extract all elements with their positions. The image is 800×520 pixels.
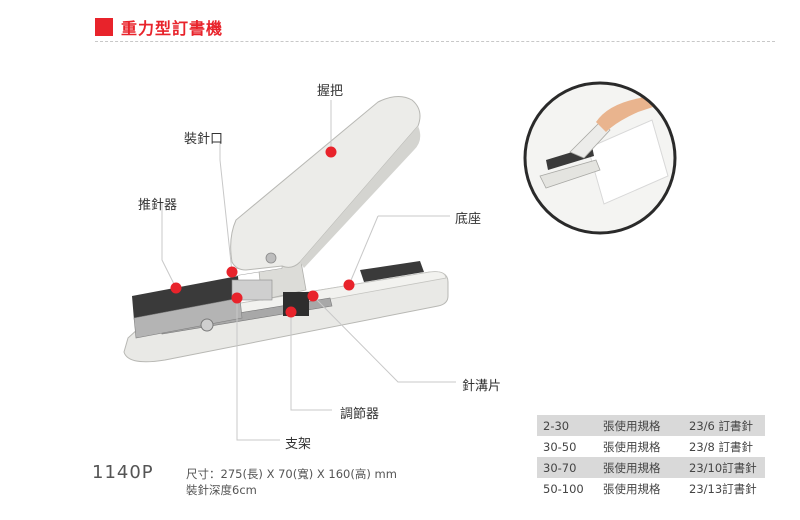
leader-base-2 (348, 215, 379, 286)
leader-adjuster (290, 312, 332, 411)
front-support (231, 279, 273, 301)
depth-text: 裝針深度6cm (186, 483, 257, 497)
spec-label: 張使用規格 (603, 439, 661, 454)
spec-staple: 23/6 訂書針 (685, 415, 765, 436)
pusher-metal (133, 297, 243, 339)
callout-dots (170, 146, 355, 318)
inset-frame (523, 81, 677, 235)
inset-stapler-handle (569, 121, 611, 159)
handle-pivot (265, 252, 277, 264)
table-row: 50-100 張使用規格 23/13訂書針 (537, 478, 765, 499)
spec-staple: 23/13訂書針 (689, 481, 757, 496)
spec-range: 50-100 (543, 481, 584, 496)
dot-adjuster (285, 306, 297, 318)
spec-table: 2-30 張使用規格 23/6 訂書針 30-50 張使用規格 23/8 訂書針… (537, 415, 765, 499)
leader-pusher (161, 202, 177, 289)
table-row: 30-70 張使用規格 23/10訂書針 (537, 457, 765, 478)
product-dimensions: 尺寸：275(長) X 70(寬) X 160(高) mm 裝針深度6cm (186, 466, 397, 498)
dot-pusher (170, 282, 182, 294)
stapler-handle (230, 96, 421, 271)
spec-range: 2-30 (537, 415, 603, 436)
dot-support (231, 292, 243, 304)
callout-pusher: 推針器 (138, 198, 178, 213)
dimensions-text: 尺寸：275(長) X 70(寬) X 160(高) mm (186, 467, 397, 481)
base-label-plate (360, 261, 424, 282)
table-row: 30-50 張使用規格 23/8 訂書針 (537, 436, 765, 457)
model-number: 1140P (92, 462, 154, 483)
spec-label: 張使用規格 (603, 481, 661, 496)
callout-adjuster: 調節器 (340, 407, 380, 422)
spec-staple: 23/8 訂書針 (689, 439, 753, 454)
table-row: 2-30 張使用規格 23/6 訂書針 (537, 415, 765, 436)
leader-staple-slot (219, 142, 233, 273)
inset-paper (587, 119, 669, 205)
spec-label: 張使用規格 (603, 415, 685, 436)
dot-staple-slot (226, 266, 238, 278)
leader-lines (161, 100, 456, 441)
title-marker (95, 18, 113, 36)
callout-handle: 握把 (317, 84, 344, 99)
dot-channel (307, 290, 319, 302)
spec-staple: 23/10訂書針 (685, 457, 765, 478)
callout-base: 底座 (455, 212, 482, 227)
header-divider (95, 41, 775, 42)
pusher-knob (200, 318, 214, 332)
callout-support: 支架 (285, 437, 312, 452)
spec-label: 張使用規格 (603, 457, 685, 478)
section-header: 重力型訂書機 (95, 14, 223, 40)
leader-channel (312, 295, 456, 383)
callout-staple-slot: 裝針口 (184, 132, 224, 147)
inset-stapler-base (539, 159, 601, 189)
handle-shadow (300, 126, 421, 268)
usage-inset-photo (523, 81, 677, 235)
leader-support (236, 298, 280, 441)
inset-hand (596, 92, 662, 132)
page-title: 重力型訂書機 (121, 19, 224, 38)
dot-base (343, 279, 355, 291)
pusher-block (132, 276, 240, 320)
callout-channel: 針溝片 (462, 379, 502, 394)
spec-range: 30-70 (537, 457, 603, 478)
spec-range: 30-50 (543, 439, 577, 454)
dot-handle (325, 146, 337, 158)
